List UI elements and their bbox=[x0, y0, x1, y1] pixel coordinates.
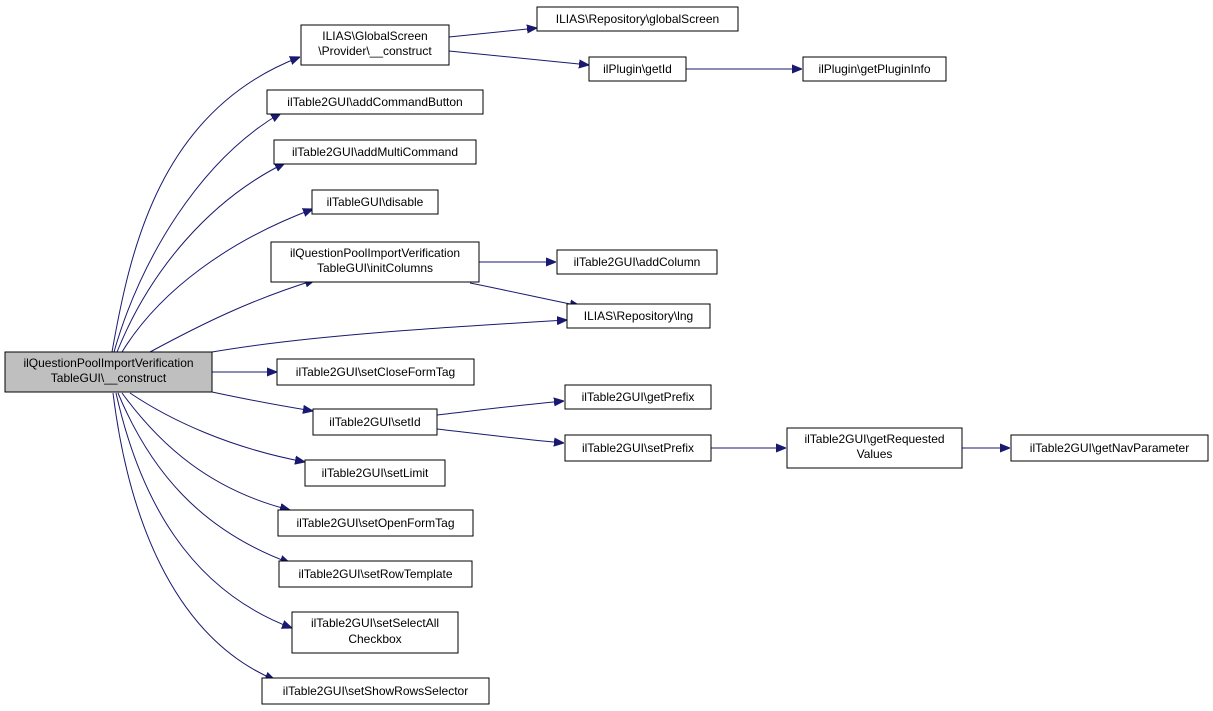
node-set-limit[interactable]: ilTable2GUI\setLimit bbox=[304, 459, 446, 487]
node-plugin-getinfo[interactable]: ilPlugin\getPluginInfo bbox=[802, 56, 947, 82]
node-init-columns-line-2: TableGUI\initColumns bbox=[317, 261, 433, 275]
edge-root-to-repo-lng bbox=[211, 320, 567, 353]
node-add-column-label: ilTable2GUI\addColumn bbox=[574, 255, 701, 269]
node-set-show-rows-selector[interactable]: ilTable2GUI\setShowRowsSelector bbox=[261, 677, 490, 705]
node-gs-provider[interactable]: ILIAS\GlobalScreen \Provider\__construct bbox=[300, 24, 450, 66]
edge-root-to-set-id bbox=[211, 391, 313, 411]
edge-root-to-add-command-button bbox=[113, 113, 281, 353]
edge-set-id-to-set-prefix bbox=[436, 428, 564, 443]
node-set-open-form-tag-label: ilTable2GUI\setOpenFormTag bbox=[296, 516, 454, 530]
node-set-close-form-tag[interactable]: ilTable2GUI\setCloseFormTag bbox=[276, 358, 475, 386]
node-repo-lng[interactable]: ILIAS\Repository\lng bbox=[566, 303, 711, 329]
node-root-line-2: TableGUI\__construct bbox=[51, 371, 167, 385]
node-plugin-getinfo-label: ilPlugin\getPluginInfo bbox=[818, 62, 930, 76]
node-plugin-getid-label: ilPlugin\getId bbox=[603, 62, 672, 76]
edge-root-to-set-show-rows-selector bbox=[112, 392, 275, 680]
edge-root-to-init-columns bbox=[149, 280, 315, 353]
node-get-prefix[interactable]: ilTable2GUI\getPrefix bbox=[564, 384, 712, 410]
node-set-row-template[interactable]: ilTable2GUI\setRowTemplate bbox=[278, 560, 473, 588]
node-add-command-button-label: ilTable2GUI\addCommandButton bbox=[287, 95, 462, 109]
node-disable[interactable]: ilTableGUI\disable bbox=[311, 189, 439, 215]
node-repo-lng-label: ILIAS\Repository\lng bbox=[584, 309, 693, 323]
node-gs-provider-line-2: \Provider\__construct bbox=[318, 44, 432, 58]
node-add-multi-command[interactable]: ilTable2GUI\addMultiCommand bbox=[273, 139, 477, 165]
edge-root-to-disable bbox=[121, 209, 313, 353]
node-repo-globalscreen[interactable]: ILIAS\Repository\globalScreen bbox=[536, 6, 739, 32]
node-gs-provider-line-1: ILIAS\GlobalScreen bbox=[322, 29, 427, 43]
edge-root-to-set-limit bbox=[129, 392, 305, 462]
node-init-columns-line-1: ilQuestionPoolImportVerification bbox=[290, 246, 460, 260]
node-set-prefix[interactable]: ilTable2GUI\setPrefix bbox=[564, 434, 712, 462]
node-plugin-getid[interactable]: ilPlugin\getId bbox=[588, 56, 687, 82]
node-set-close-form-tag-label: ilTable2GUI\setCloseFormTag bbox=[296, 365, 455, 379]
node-repo-globalscreen-label: ILIAS\Repository\globalScreen bbox=[556, 12, 719, 26]
edge-root-to-gs-provider bbox=[111, 57, 300, 353]
node-set-prefix-label: ilTable2GUI\setPrefix bbox=[582, 441, 694, 455]
node-add-column[interactable]: ilTable2GUI\addColumn bbox=[556, 249, 718, 275]
node-set-id[interactable]: ilTable2GUI\setId bbox=[312, 408, 438, 436]
edge-root-to-set-open-form-tag bbox=[121, 392, 290, 510]
nodes: ilQuestionPoolImportVerification TableGU… bbox=[4, 6, 1209, 705]
node-set-select-all-checkbox-line-1: ilTable2GUI\setSelectAll bbox=[311, 616, 439, 630]
edge-root-to-add-multi-command bbox=[116, 163, 285, 353]
edge-root-to-set-row-template bbox=[117, 392, 290, 563]
node-root-line-1: ilQuestionPoolImportVerification bbox=[23, 356, 193, 370]
node-set-open-form-tag[interactable]: ilTable2GUI\setOpenFormTag bbox=[277, 509, 474, 537]
edge-gs-provider-to-repo-globalscreen bbox=[448, 28, 537, 38]
edge-gs-provider-to-plugin-getid bbox=[448, 50, 589, 65]
node-set-row-template-label: ilTable2GUI\setRowTemplate bbox=[298, 567, 452, 581]
edge-set-id-to-get-prefix bbox=[436, 401, 564, 416]
node-get-nav-parameter-label: ilTable2GUI\getNavParameter bbox=[1030, 441, 1189, 455]
edge-init-columns-to-repo-lng bbox=[469, 282, 580, 306]
node-root[interactable]: ilQuestionPoolImportVerification TableGU… bbox=[4, 351, 213, 393]
node-get-nav-parameter[interactable]: ilTable2GUI\getNavParameter bbox=[1010, 434, 1209, 462]
node-add-multi-command-label: ilTable2GUI\addMultiCommand bbox=[292, 145, 458, 159]
node-set-id-label: ilTable2GUI\setId bbox=[329, 415, 420, 429]
node-init-columns[interactable]: ilQuestionPoolImportVerification TableGU… bbox=[270, 241, 480, 283]
node-get-prefix-label: ilTable2GUI\getPrefix bbox=[582, 390, 695, 404]
node-set-select-all-checkbox[interactable]: ilTable2GUI\setSelectAll Checkbox bbox=[291, 611, 459, 654]
node-set-limit-label: ilTable2GUI\setLimit bbox=[322, 466, 429, 480]
edge-root-to-set-select-all-checkbox bbox=[115, 392, 292, 628]
node-set-show-rows-selector-label: ilTable2GUI\setShowRowsSelector bbox=[283, 684, 468, 698]
node-get-requested-values-line-1: ilTable2GUI\getRequested bbox=[804, 432, 944, 446]
edges bbox=[111, 28, 1010, 680]
node-disable-label: ilTableGUI\disable bbox=[327, 195, 424, 209]
node-add-command-button[interactable]: ilTable2GUI\addCommandButton bbox=[266, 89, 484, 115]
node-get-requested-values-line-2: Values bbox=[857, 447, 893, 461]
node-get-requested-values[interactable]: ilTable2GUI\getRequested Values bbox=[786, 427, 963, 469]
node-set-select-all-checkbox-line-2: Checkbox bbox=[348, 632, 401, 646]
